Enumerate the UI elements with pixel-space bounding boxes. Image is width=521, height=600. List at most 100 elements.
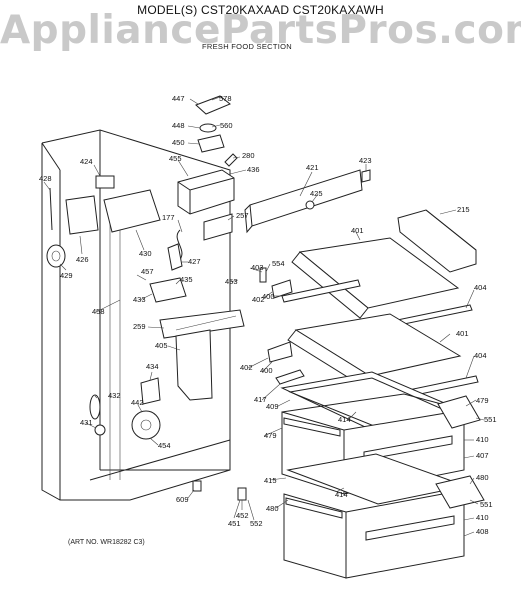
section-title: FRESH FOOD SECTION [202,42,292,51]
callout-442: 442 [131,398,144,407]
callout-432: 432 [108,391,121,400]
callout-450: 450 [172,138,185,147]
shelf-support-clip [259,267,267,283]
callout-402a: 402 [252,295,265,304]
shelf-bracket-upper [271,279,293,299]
callout-257: 257 [236,211,249,220]
callout-480a: 480 [476,473,489,482]
model-title: MODEL(S) CST20KAXAAD CST20KAXAWH [137,3,384,17]
control-knob-cover [195,95,231,115]
callout-578: 578 [219,94,232,103]
callout-455: 455 [169,154,182,163]
callout-454: 454 [158,441,171,450]
callout-554: 554 [272,259,285,268]
callout-479b: 479 [264,431,277,440]
callout-424: 424 [80,157,93,166]
callout-457: 457 [141,267,154,276]
callout-429: 429 [60,271,73,280]
callout-405: 405 [155,341,168,350]
watermark-logo: AppliancePartsPros.com [0,8,521,53]
drawer-rail-upper [283,417,341,437]
thermostat-bracket [203,213,233,241]
leader-lines [43,96,485,537]
callout-401b: 401 [456,329,469,338]
callout-410b: 410 [476,513,489,522]
callout-433: 433 [133,295,146,304]
duct-damper [167,243,183,271]
air-channel [175,329,213,401]
callout-414a: 414 [338,415,351,424]
control-bracket [197,134,225,153]
glass-shelf-upper [291,237,460,319]
fan-motor [46,244,66,268]
callout-402b: 402 [240,363,253,372]
callout-177: 177 [162,213,175,222]
callout-280: 280 [242,151,255,160]
callout-452: 452 [236,511,249,520]
callout-409: 409 [266,402,279,411]
light-socket [361,169,371,183]
rail-support [237,487,247,501]
switch [95,175,115,189]
control-knob [199,123,217,133]
drain-fitting [94,424,106,436]
callout-417: 417 [254,395,267,404]
callout-425: 425 [310,189,323,198]
callout-215: 215 [457,205,470,214]
callout-479a: 479 [476,396,489,405]
air-diffuser [159,309,245,339]
callout-609: 609 [176,495,189,504]
drawer-rail-lower [285,497,343,519]
callout-480b: 480 [266,504,279,513]
drain-trough [89,394,101,420]
light-switch-assembly [65,195,99,235]
light-shield [149,277,187,303]
callout-426: 426 [76,255,89,264]
crisper-drawer-lower [283,489,465,579]
drawer-slide-lower [435,475,485,509]
callout-400b: 400 [260,366,273,375]
callout-428: 428 [39,174,52,183]
callout-451: 451 [228,519,241,528]
callout-421: 421 [306,163,319,172]
callout-560: 560 [220,121,233,130]
art-number: (ART NO. WR18282 C3) [68,539,145,546]
control-housing [177,169,235,215]
callout-259: 259 [133,322,146,331]
callout-435: 435 [180,275,193,284]
wire-clip [49,187,53,231]
callout-458: 458 [92,307,105,316]
callout-430: 430 [139,249,152,258]
callout-400a: 400 [262,292,275,301]
top-trim-panel [244,169,363,234]
callout-407: 407 [476,451,489,460]
callout-436: 436 [247,165,260,174]
callout-448: 448 [172,121,185,130]
callout-423: 423 [359,156,372,165]
callout-408: 408 [476,527,489,536]
callout-414b: 414 [335,490,348,499]
callout-552: 552 [250,519,263,528]
callout-404a: 404 [474,283,487,292]
callout-434: 434 [146,362,159,371]
evaporator-fan [131,410,161,440]
callout-551a: 551 [484,415,497,424]
callout-431: 431 [80,418,93,427]
callout-551b: 551 [480,500,493,509]
callout-labels: 447 578 448 560 450 280 455 436 421 423 … [39,94,497,536]
shelf-frame-upper [281,279,361,303]
callout-453: 453 [225,277,238,286]
cover-support-rail [275,369,305,385]
callout-415: 415 [264,476,277,485]
callout-427: 427 [188,257,201,266]
callout-404b: 404 [474,351,487,360]
air-duct [103,189,161,233]
wire-cover [140,377,161,405]
glide-support [192,480,202,492]
shelf-bracket-middle [267,341,293,363]
callout-403: 403 [251,263,264,272]
callout-447: 447 [172,94,185,103]
light-bulb [224,153,238,167]
